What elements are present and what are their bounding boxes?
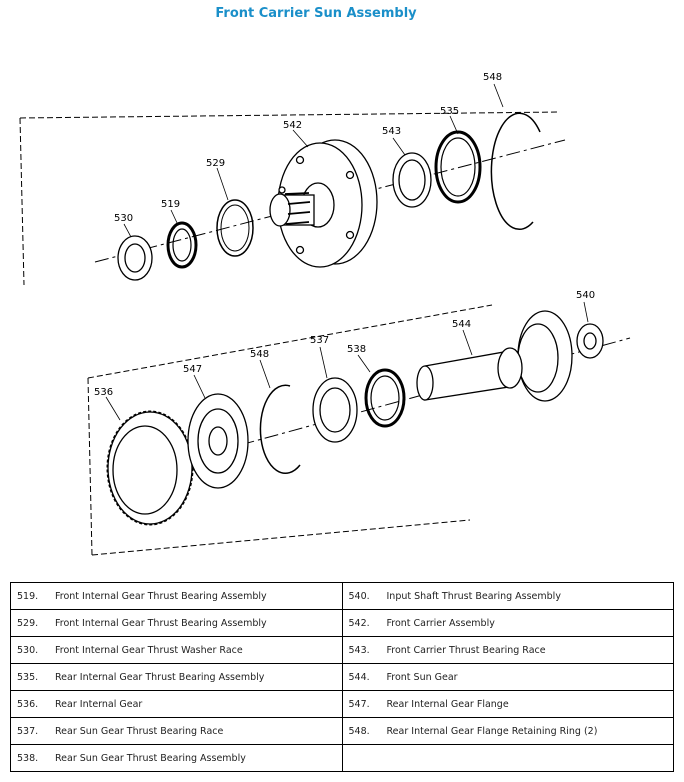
legend-item-description: Front Internal Gear Thrust Washer Race [55, 644, 243, 656]
callout-547: 547 [183, 364, 202, 375]
legend-item-number: 537. [17, 725, 39, 737]
exploded-diagram: 548 535 542 543 529 519 530 540 544 537 … [19, 72, 631, 556]
legend-item-description: Rear Internal Gear Thrust Bearing Assemb… [55, 671, 265, 683]
legend-row: 530. Front Internal Gear Thrust Washer Ra… [10, 636, 674, 664]
part-519-bearing [166, 221, 198, 269]
legend-item-description: Front Sun Gear [386, 671, 458, 683]
legend-row: 537. Rear Sun Gear Thrust Bearing Race 548… [10, 717, 674, 745]
callout-540: 540 [576, 290, 595, 301]
part-530-washer [117, 235, 153, 281]
legend-cell-left: 519. Front Internal Gear Thrust Bearing A… [10, 582, 343, 610]
part-543-race [392, 152, 432, 208]
legend-row: 529. Front Internal Gear Thrust Bearing A… [10, 609, 674, 637]
part-548-ring-lower [259, 384, 301, 475]
legend-cell-left: 538. Rear Sun Gear Thrust Bearing Assembl… [10, 744, 343, 772]
part-544-sun-gear [416, 310, 573, 402]
legend-row: 538. Rear Sun Gear Thrust Bearing Assembl… [10, 744, 674, 772]
legend-item-number: 540. [348, 590, 370, 602]
legend-item-description: Front Carrier Thrust Bearing Race [386, 644, 546, 656]
legend-cell-left: 535. Rear Internal Gear Thrust Bearing As… [10, 663, 343, 691]
legend-cell-left: 536. Rear Internal Gear [10, 690, 343, 718]
callout-529: 529 [206, 158, 225, 169]
leader-lines [105, 83, 589, 421]
callout-535: 535 [440, 106, 459, 117]
legend-cell-right: 540. Input Shaft Thrust Bearing Assembly [341, 582, 674, 610]
legend-cell-right: 547. Rear Internal Gear Flange [341, 690, 674, 718]
legend-item-description: Input Shaft Thrust Bearing Assembly [386, 590, 561, 602]
callout-542: 542 [283, 120, 302, 131]
callout-537: 537 [310, 335, 329, 346]
callout-543: 543 [382, 126, 401, 137]
callout-519: 519 [161, 199, 180, 210]
part-537-race [312, 377, 358, 443]
legend-item-description: Rear Internal Gear [55, 698, 143, 710]
callout-labels: 548 535 542 543 529 519 530 540 544 537 … [94, 72, 595, 398]
legend-row: 536. Rear Internal Gear 547. Rear Internal … [10, 690, 674, 718]
legend-cell-right: 548. Rear Internal Gear Flange Retaining … [341, 717, 674, 745]
legend-item-description: Rear Internal Gear Flange [386, 698, 509, 710]
callout-548-upper: 548 [483, 72, 502, 83]
legend-item-description: Rear Sun Gear Thrust Bearing Race [55, 725, 224, 737]
part-540-bearing [576, 323, 604, 359]
legend-item-description: Front Internal Gear Thrust Bearing Assem… [55, 617, 267, 629]
legend-item-number: 535. [17, 671, 39, 683]
legend-item-description: Front Internal Gear Thrust Bearing Assem… [55, 590, 267, 602]
legend-item-number: 519. [17, 590, 39, 602]
part-529-bearing [216, 199, 254, 257]
callout-544: 544 [452, 319, 471, 330]
legend-table: 519. Front Internal Gear Thrust Bearing A… [10, 582, 674, 772]
callout-530: 530 [114, 213, 133, 224]
callout-548-lower: 548 [250, 349, 269, 360]
lower-boundary [87, 304, 493, 556]
legend-item-number: 538. [17, 752, 39, 764]
legend-row: 519. Front Internal Gear Thrust Bearing A… [10, 582, 674, 610]
legend-item-number: 529. [17, 617, 39, 629]
part-548-ring-upper [490, 112, 541, 231]
part-538-bearing [364, 368, 406, 428]
legend-item-number: 547. [348, 698, 370, 710]
legend-item-number: 536. [17, 698, 39, 710]
legend-item-number: 544. [348, 671, 370, 683]
legend-item-description: Front Carrier Assembly [386, 617, 495, 629]
callout-538: 538 [347, 344, 366, 355]
upper-boundary [19, 111, 561, 286]
part-536-internal-gear [106, 410, 194, 526]
legend-cell-left: 537. Rear Sun Gear Thrust Bearing Race [10, 717, 343, 745]
legend-item-description: Rear Sun Gear Thrust Bearing Assembly [55, 752, 246, 764]
legend-cell-left: 530. Front Internal Gear Thrust Washer Ra… [10, 636, 343, 664]
legend-row: 535. Rear Internal Gear Thrust Bearing As… [10, 663, 674, 691]
legend-item-number: 543. [348, 644, 370, 656]
legend-cell-left: 529. Front Internal Gear Thrust Bearing A… [10, 609, 343, 637]
legend-cell-right: 543. Front Carrier Thrust Bearing Race [341, 636, 674, 664]
page-title: Front Carrier Sun Assembly [215, 6, 417, 21]
part-542-front-carrier [269, 139, 378, 268]
part-547-flange [187, 393, 249, 489]
part-535-bearing [434, 130, 482, 204]
legend-cell-right: 544. Front Sun Gear [341, 663, 674, 691]
legend-item-number: 542. [348, 617, 370, 629]
legend-cell-right: 542. Front Carrier Assembly [341, 609, 674, 637]
legend-item-description: Rear Internal Gear Flange Retaining Ring… [386, 725, 598, 737]
legend-item-number: 530. [17, 644, 39, 656]
legend-cell-right [341, 744, 674, 772]
callout-536: 536 [94, 387, 113, 398]
legend-item-number: 548. [348, 725, 370, 737]
